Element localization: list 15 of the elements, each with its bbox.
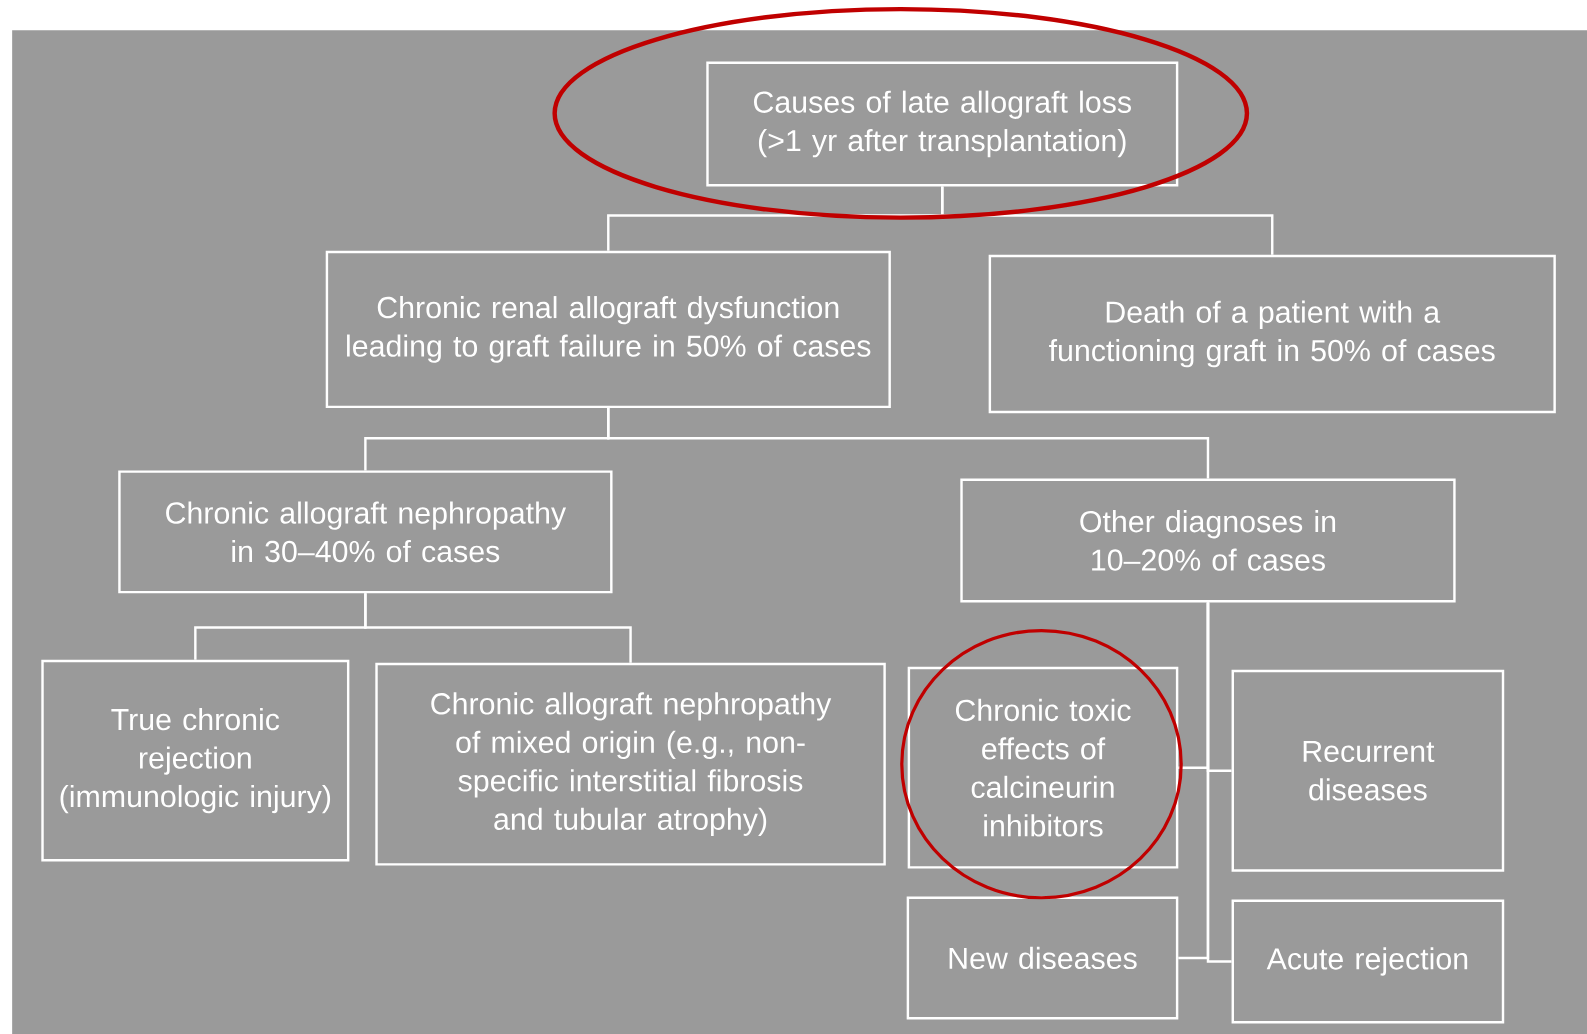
- text-box: Chronic toxic effects of calcineurin inhibitors: [907, 666, 1179, 869]
- connector: [364, 593, 632, 663]
- text-box: Chronic renal allograft dysfunction leading to graft failure in 50% of cases: [325, 250, 891, 408]
- connector: [941, 186, 1274, 255]
- connector: [1206, 602, 1232, 963]
- text-box: New diseases: [906, 896, 1179, 1020]
- text-box: Death of a patient with a functioning graft in 50% of cases: [988, 254, 1556, 413]
- text-box: Acute rejection: [1231, 899, 1505, 1024]
- text-box: Chronic allograft nephropathy in 30–40% of cases: [118, 470, 613, 594]
- text-box: Causes of late allograft loss (>1 yr after transplantation): [706, 61, 1179, 187]
- text-box: Other diagnoses in 10–20% of cases: [960, 478, 1456, 603]
- connector: [607, 407, 1210, 479]
- text-box: Chronic allograft nephropathy of mixed origin (e.g., non-specific interstitial fibrosis and tubular atrophy): [375, 662, 886, 866]
- text-box: True chronic rejection (immunologic injury): [41, 659, 350, 862]
- text-box: Recurrent diseases: [1231, 669, 1505, 872]
